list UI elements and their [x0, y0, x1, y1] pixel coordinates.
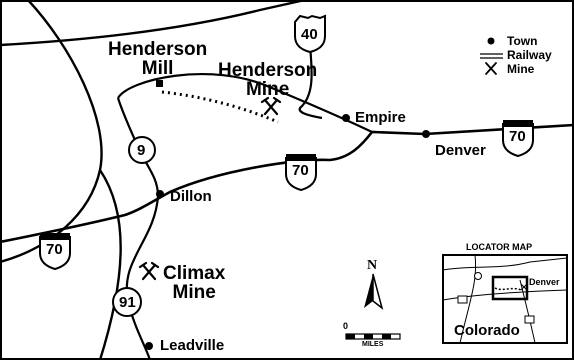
henderson-mine-icon: [260, 96, 282, 116]
scale-unit-label: MILES: [362, 341, 384, 348]
us-40-shield-icon: [294, 14, 326, 54]
north-arc-road: [0, 0, 306, 47]
i-70-east-shield-label: 70: [509, 128, 526, 145]
route-9-shield-label: 9: [137, 142, 146, 159]
leadville-label: Leadville: [160, 337, 225, 354]
route-91-road: [125, 151, 160, 360]
legend-railway-icon: [480, 53, 503, 59]
dillon-label: Dillon: [170, 188, 212, 205]
i-70-shield-center-icon: [285, 154, 317, 192]
empire-label: Empire: [355, 109, 406, 126]
locator-state-label: Colorado: [454, 322, 520, 339]
locator-title: LOCATOR MAP: [466, 242, 533, 252]
legend-town-label: Town: [507, 34, 538, 48]
locator-map-inset: [442, 254, 568, 344]
route-91-shield-label: 91: [119, 294, 136, 311]
upper-road: [117, 72, 373, 133]
i-70-shield-east-icon: [502, 120, 534, 158]
legend-mine-label: Mine: [507, 62, 535, 76]
climax-mine-label: Climax Mine: [163, 263, 226, 303]
empire-town-dot: [342, 114, 350, 122]
i-70-shield-west-icon: [39, 233, 71, 271]
i-70-road: [0, 123, 574, 244]
henderson-mill-label: Henderson Mill: [108, 39, 208, 79]
us-40-shield-label: 40: [301, 26, 318, 43]
i-70-west-shield-label: 70: [46, 241, 63, 258]
legend-town-dot-icon: [487, 37, 495, 45]
route-9-shield-icon: [128, 136, 156, 164]
us-40-road: [298, 44, 323, 120]
climax-mine-icon: [138, 261, 160, 281]
henderson-mine-label: Henderson Mine: [218, 60, 318, 100]
henderson-mill-marker: [156, 80, 163, 87]
denver-label: Denver: [435, 142, 486, 159]
railway-line: [161, 90, 279, 124]
locator-city-label: Denver: [529, 277, 560, 287]
legend-mine-icon: [485, 62, 497, 75]
scale-tick-0: 0: [343, 321, 349, 331]
dillon-town-dot: [156, 190, 164, 198]
lower-arc-road: [98, 169, 122, 360]
north-arrow-label: N: [367, 258, 378, 273]
north-arrow-icon: [364, 273, 384, 310]
denver-town-dot: [422, 130, 430, 138]
i-70-center-shield-label: 70: [292, 162, 309, 179]
scale-bar-icon: [345, 333, 401, 340]
leadville-town-dot: [145, 342, 153, 350]
legend-railway-label: Railway: [507, 48, 552, 62]
route-91-shield-icon: [112, 287, 142, 317]
